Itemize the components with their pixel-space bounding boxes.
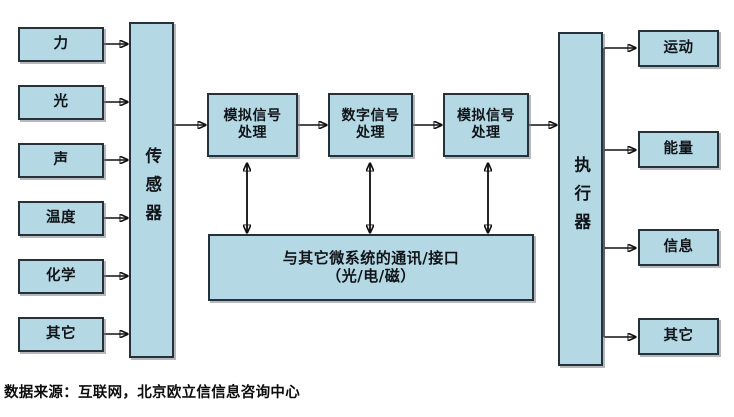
input-box-force[interactable]: 力 — [18, 27, 104, 62]
communication-interface-box[interactable]: 与其它微系统的通讯/接口 （光/电/磁） — [208, 234, 534, 301]
output-box-motion[interactable]: 运动 — [638, 30, 719, 67]
actuator-column[interactable]: 执行器 — [558, 32, 603, 366]
proc-label-line2: 处理 — [356, 125, 385, 141]
sensor-column-label: 传感器 — [142, 147, 162, 233]
output-box-other[interactable]: 其它 — [638, 318, 719, 355]
proc-label-line2: 处理 — [471, 125, 501, 141]
proc-label-line1: 模拟信号 — [457, 108, 515, 125]
comm-label-line1: 与其它微系统的通讯/接口 — [282, 248, 460, 267]
output-label: 运动 — [663, 39, 694, 56]
output-box-energy[interactable]: 能量 — [638, 131, 719, 168]
input-label: 力 — [53, 35, 69, 52]
source-caption: 数据来源：互联网，北京欧立信信息咨询中心 — [4, 385, 300, 401]
input-label: 化学 — [46, 267, 76, 284]
input-box-light[interactable]: 光 — [18, 85, 104, 120]
input-label: 声 — [53, 151, 69, 168]
input-label: 其它 — [46, 325, 76, 342]
analog-signal-processing-box-2[interactable]: 模拟信号 处理 — [443, 93, 529, 157]
digital-signal-processing-box[interactable]: 数字信号 处理 — [328, 93, 413, 157]
input-box-other[interactable]: 其它 — [18, 317, 104, 352]
output-label: 能量 — [663, 140, 694, 157]
input-label: 光 — [53, 93, 69, 110]
input-label: 温度 — [46, 209, 76, 226]
comm-label-line2: （光/电/磁） — [326, 266, 416, 285]
output-label: 其它 — [663, 327, 694, 344]
output-box-information[interactable]: 信息 — [638, 229, 719, 266]
input-box-sound[interactable]: 声 — [18, 143, 104, 178]
proc-label-line2: 处理 — [238, 125, 267, 141]
actuator-column-label: 执行器 — [571, 156, 591, 242]
proc-label-line1: 数字信号 — [341, 108, 400, 125]
sensor-column[interactable]: 传感器 — [129, 22, 174, 358]
output-label: 信息 — [663, 238, 694, 255]
input-box-chemical[interactable]: 化学 — [18, 259, 104, 294]
proc-label-line1: 模拟信号 — [223, 108, 282, 125]
analog-signal-processing-box-1[interactable]: 模拟信号 处理 — [207, 93, 298, 157]
input-box-temperature[interactable]: 温度 — [18, 201, 104, 236]
